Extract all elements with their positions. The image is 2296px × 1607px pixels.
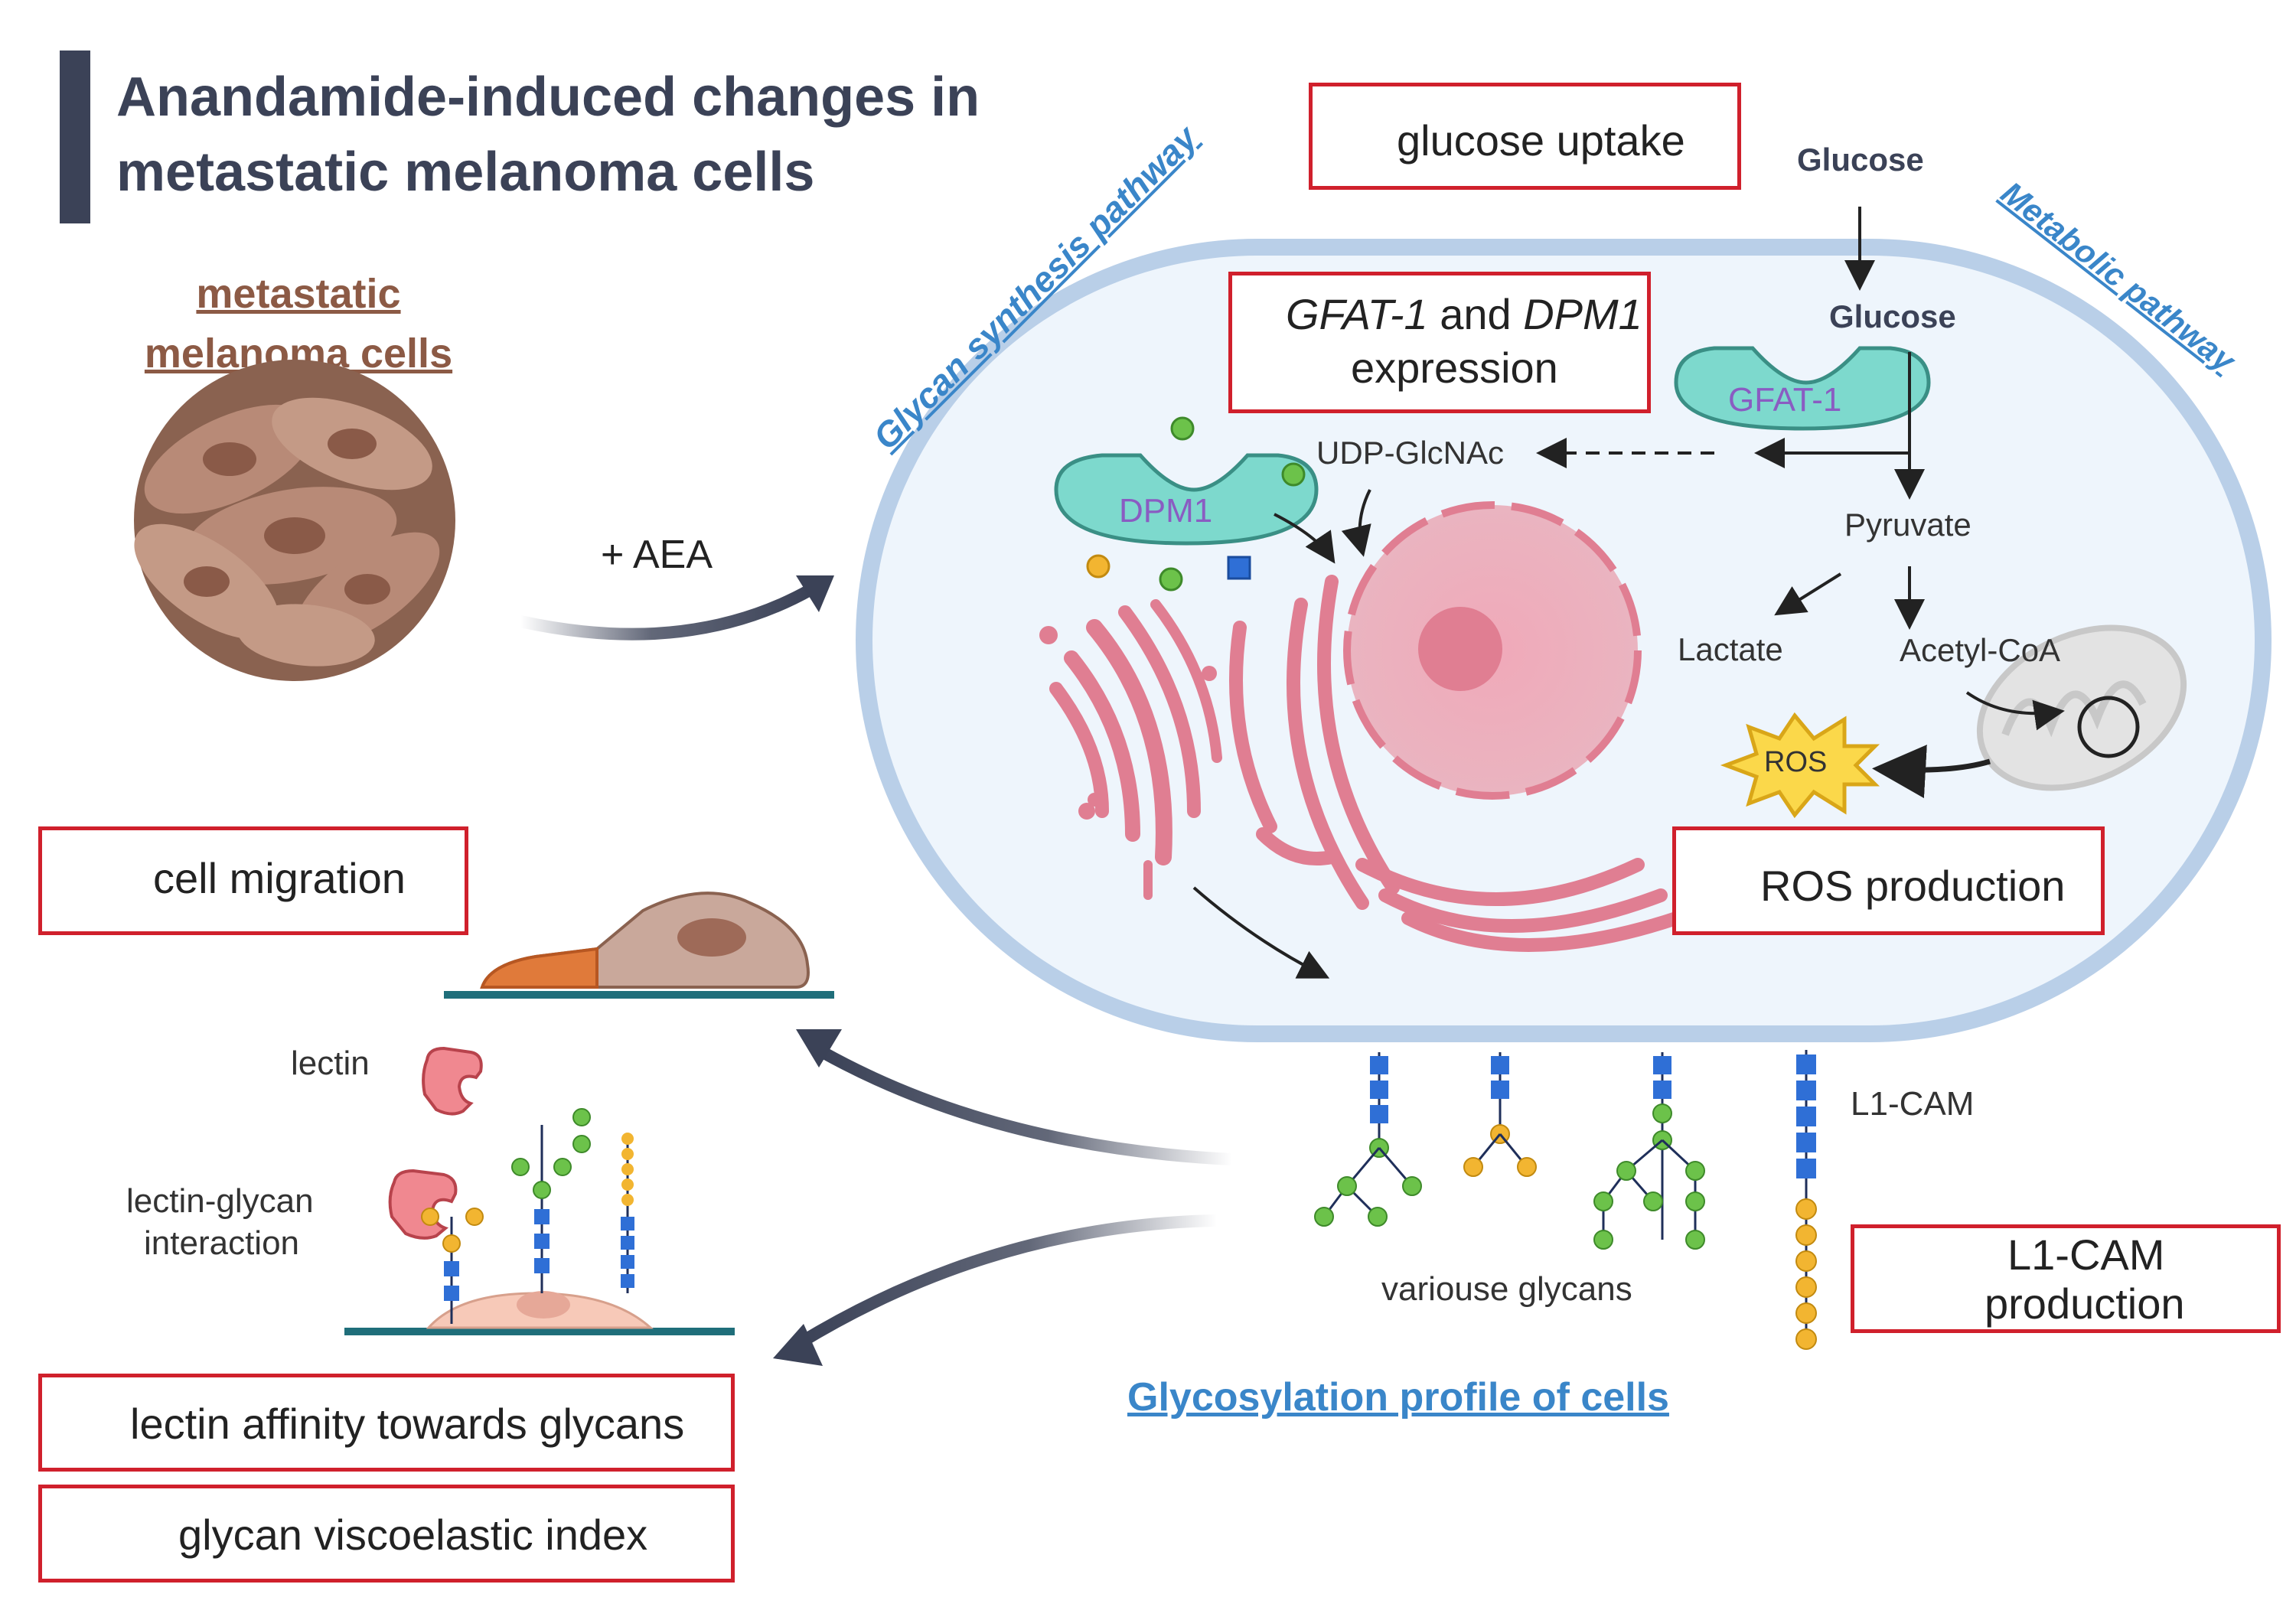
glucose-inside-label: Glucose bbox=[1829, 298, 1956, 334]
lectin-glycan-interaction-icon bbox=[344, 1108, 735, 1335]
pyruvate-label: Pyruvate bbox=[1844, 507, 1971, 543]
nucleus bbox=[1343, 501, 1642, 800]
glucose-outside-label: Glucose bbox=[1797, 142, 1924, 178]
lectin-glycan-label-1: lectin-glycan bbox=[126, 1182, 314, 1220]
pathway-arrows bbox=[1192, 207, 2065, 979]
udp-glcnac-label: UDP-GlcNAc bbox=[1316, 435, 1505, 471]
ros-label: ROS bbox=[1764, 746, 1828, 778]
gfat-dpm-line-1: GFAT-1 and DPM1 bbox=[1286, 289, 1642, 339]
gfat-dpm-expression-box: GFAT-1 and DPM1 expression bbox=[1228, 272, 1651, 413]
gfat-dpm-line-2: expression bbox=[1351, 344, 1558, 392]
title-line-1: Anandamide-induced changes in bbox=[116, 67, 980, 128]
glycosylation-profile-title: Glycosylation profile of cells bbox=[1127, 1375, 1669, 1420]
mito-cycle-arrow bbox=[2077, 696, 2140, 758]
metabolite-dots bbox=[1086, 416, 1306, 592]
feedback-arrows bbox=[773, 1029, 1233, 1366]
dpm-enzyme-label: DPM1 bbox=[1119, 492, 1213, 530]
cells-label-line-1: metastatic bbox=[196, 271, 401, 317]
various-glycans-label: variouse glycans bbox=[1381, 1270, 1632, 1308]
ros-production-label: ROS production bbox=[1760, 862, 2066, 910]
surface-glycans bbox=[1314, 1050, 1817, 1350]
dpm-enzyme-shape bbox=[1054, 453, 1319, 546]
cell-migration-box: cell migration bbox=[38, 826, 468, 935]
gfat-gene-name: GFAT-1 bbox=[1286, 290, 1428, 338]
melanoma-cluster-icon bbox=[134, 360, 455, 681]
lectin-affinity-label: lectin affinity towards glycans bbox=[130, 1400, 685, 1448]
ros-starburst bbox=[1720, 712, 1880, 819]
ros-production-box: ROS production bbox=[1672, 826, 2105, 935]
glycan-viscoelastic-box: glycan viscoelastic index bbox=[38, 1485, 735, 1583]
diagram-title: Anandamide-induced changes in metastatic… bbox=[116, 60, 1035, 210]
l1cam-box-line-1: L1-CAM bbox=[2007, 1231, 2165, 1279]
l1cam-box-line-2: production bbox=[1985, 1279, 2185, 1328]
lectin-glycan-label-2: interaction bbox=[144, 1224, 300, 1262]
cell-migration-label: cell migration bbox=[153, 854, 406, 902]
endoplasmic-reticulum bbox=[1229, 575, 1683, 952]
glycan-viscoelastic-label: glycan viscoelastic index bbox=[178, 1511, 648, 1559]
glucose-uptake-label: glucose uptake bbox=[1397, 116, 1685, 165]
mitochondrion bbox=[1976, 624, 2187, 791]
gfat-enzyme-label: GFAT-1 bbox=[1728, 381, 1842, 419]
lactate-label: Lactate bbox=[1678, 631, 1783, 667]
dpm-gene-name: DPM1 bbox=[1523, 290, 1642, 338]
acetyl-coa-label: Acetyl-CoA bbox=[1900, 632, 2061, 668]
l1cam-label: L1-CAM bbox=[1851, 1085, 1975, 1123]
aea-treatment-label: + AEA bbox=[601, 533, 713, 577]
gfat-and-text: and bbox=[1427, 290, 1524, 338]
glucose-uptake-box: glucose uptake bbox=[1309, 83, 1741, 190]
lectin-affinity-box: lectin affinity towards glycans bbox=[38, 1374, 735, 1472]
title-line-2: metastatic melanoma cells bbox=[116, 142, 815, 203]
lectin-label: lectin bbox=[291, 1045, 370, 1082]
migrating-cell-icon bbox=[444, 892, 834, 999]
golgi-apparatus bbox=[1039, 599, 1222, 900]
aea-arrow bbox=[519, 575, 834, 641]
title-accent-bar bbox=[60, 51, 90, 223]
l1cam-production-box: L1-CAM production bbox=[1851, 1224, 2281, 1333]
lectin-icon bbox=[422, 1046, 483, 1116]
